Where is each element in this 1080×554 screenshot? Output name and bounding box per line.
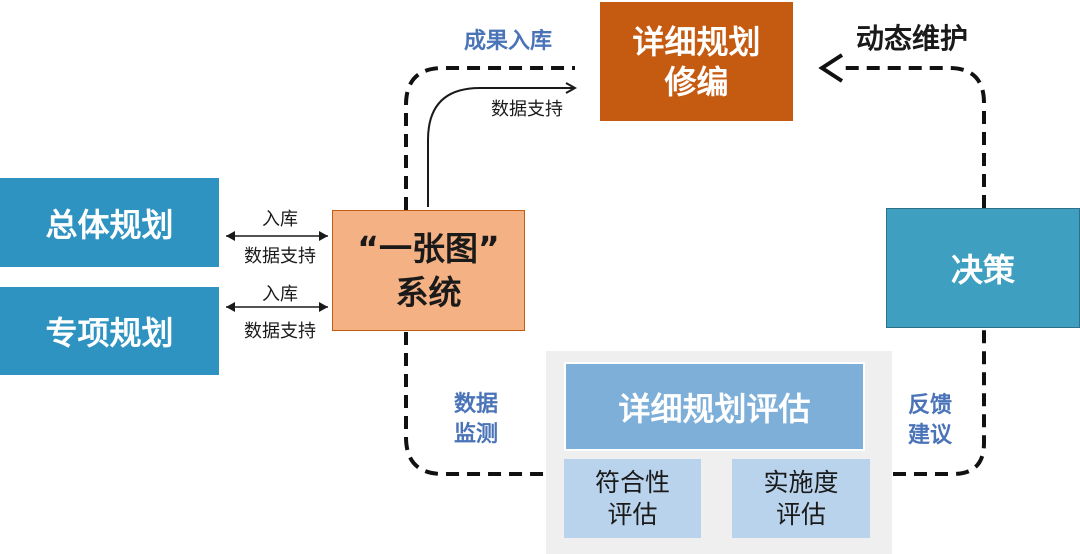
one-map-system-label: “一张图” 系统: [357, 228, 500, 312]
general-data-support-label: 数据支持: [244, 246, 316, 267]
special-storage-label: 入库: [262, 284, 298, 305]
dynamic-maintenance-arrowhead: [818, 53, 844, 83]
dashed-loop-bottom-right: [893, 328, 986, 476]
dashed-loop-top-right: [838, 66, 986, 208]
data-monitoring-label: 数据 监测: [453, 392, 498, 447]
general-storage-label: 入库: [262, 209, 298, 230]
conformity-eval-label: 符合性 评估: [594, 467, 670, 529]
feedback-suggestion-label: 反馈 建议: [907, 393, 952, 448]
special-plan-label: 专项规划: [45, 314, 174, 352]
dashed-loop-top-left: [404, 66, 575, 210]
implementation-eval-box: 实施度 评估: [732, 459, 870, 538]
dashed-loop-bottom-left: [404, 332, 548, 476]
detail-plan-revision-label: 详细规划 修编: [632, 22, 761, 101]
detail-plan-eval-box: 详细规划评估: [564, 362, 865, 451]
implementation-eval-label: 实施度 评估: [763, 467, 839, 529]
decision-label: 决策: [950, 251, 1015, 289]
results-storage-label: 成果入库: [463, 29, 552, 54]
data-support-curve: [427, 88, 575, 207]
data-support-top-label: 数据支持: [491, 99, 563, 120]
conformity-eval-box: 符合性 评估: [564, 459, 701, 538]
special-data-support-label: 数据支持: [244, 321, 316, 342]
general-plan-label: 总体规划: [45, 205, 174, 244]
detail-plan-revision-box: 详细规划 修编: [600, 2, 793, 121]
special-plan-box: 专项规划: [0, 287, 219, 375]
dynamic-maintenance-label: 动态维护: [856, 22, 969, 55]
decision-box: 决策: [886, 208, 1080, 328]
detail-plan-eval-label: 详细规划评估: [618, 389, 811, 428]
one-map-system-box: “一张图” 系统: [332, 210, 525, 331]
evaluation-panel: 详细规划评估 符合性 评估 实施度 评估: [546, 351, 892, 554]
general-plan-box: 总体规划: [0, 178, 219, 267]
